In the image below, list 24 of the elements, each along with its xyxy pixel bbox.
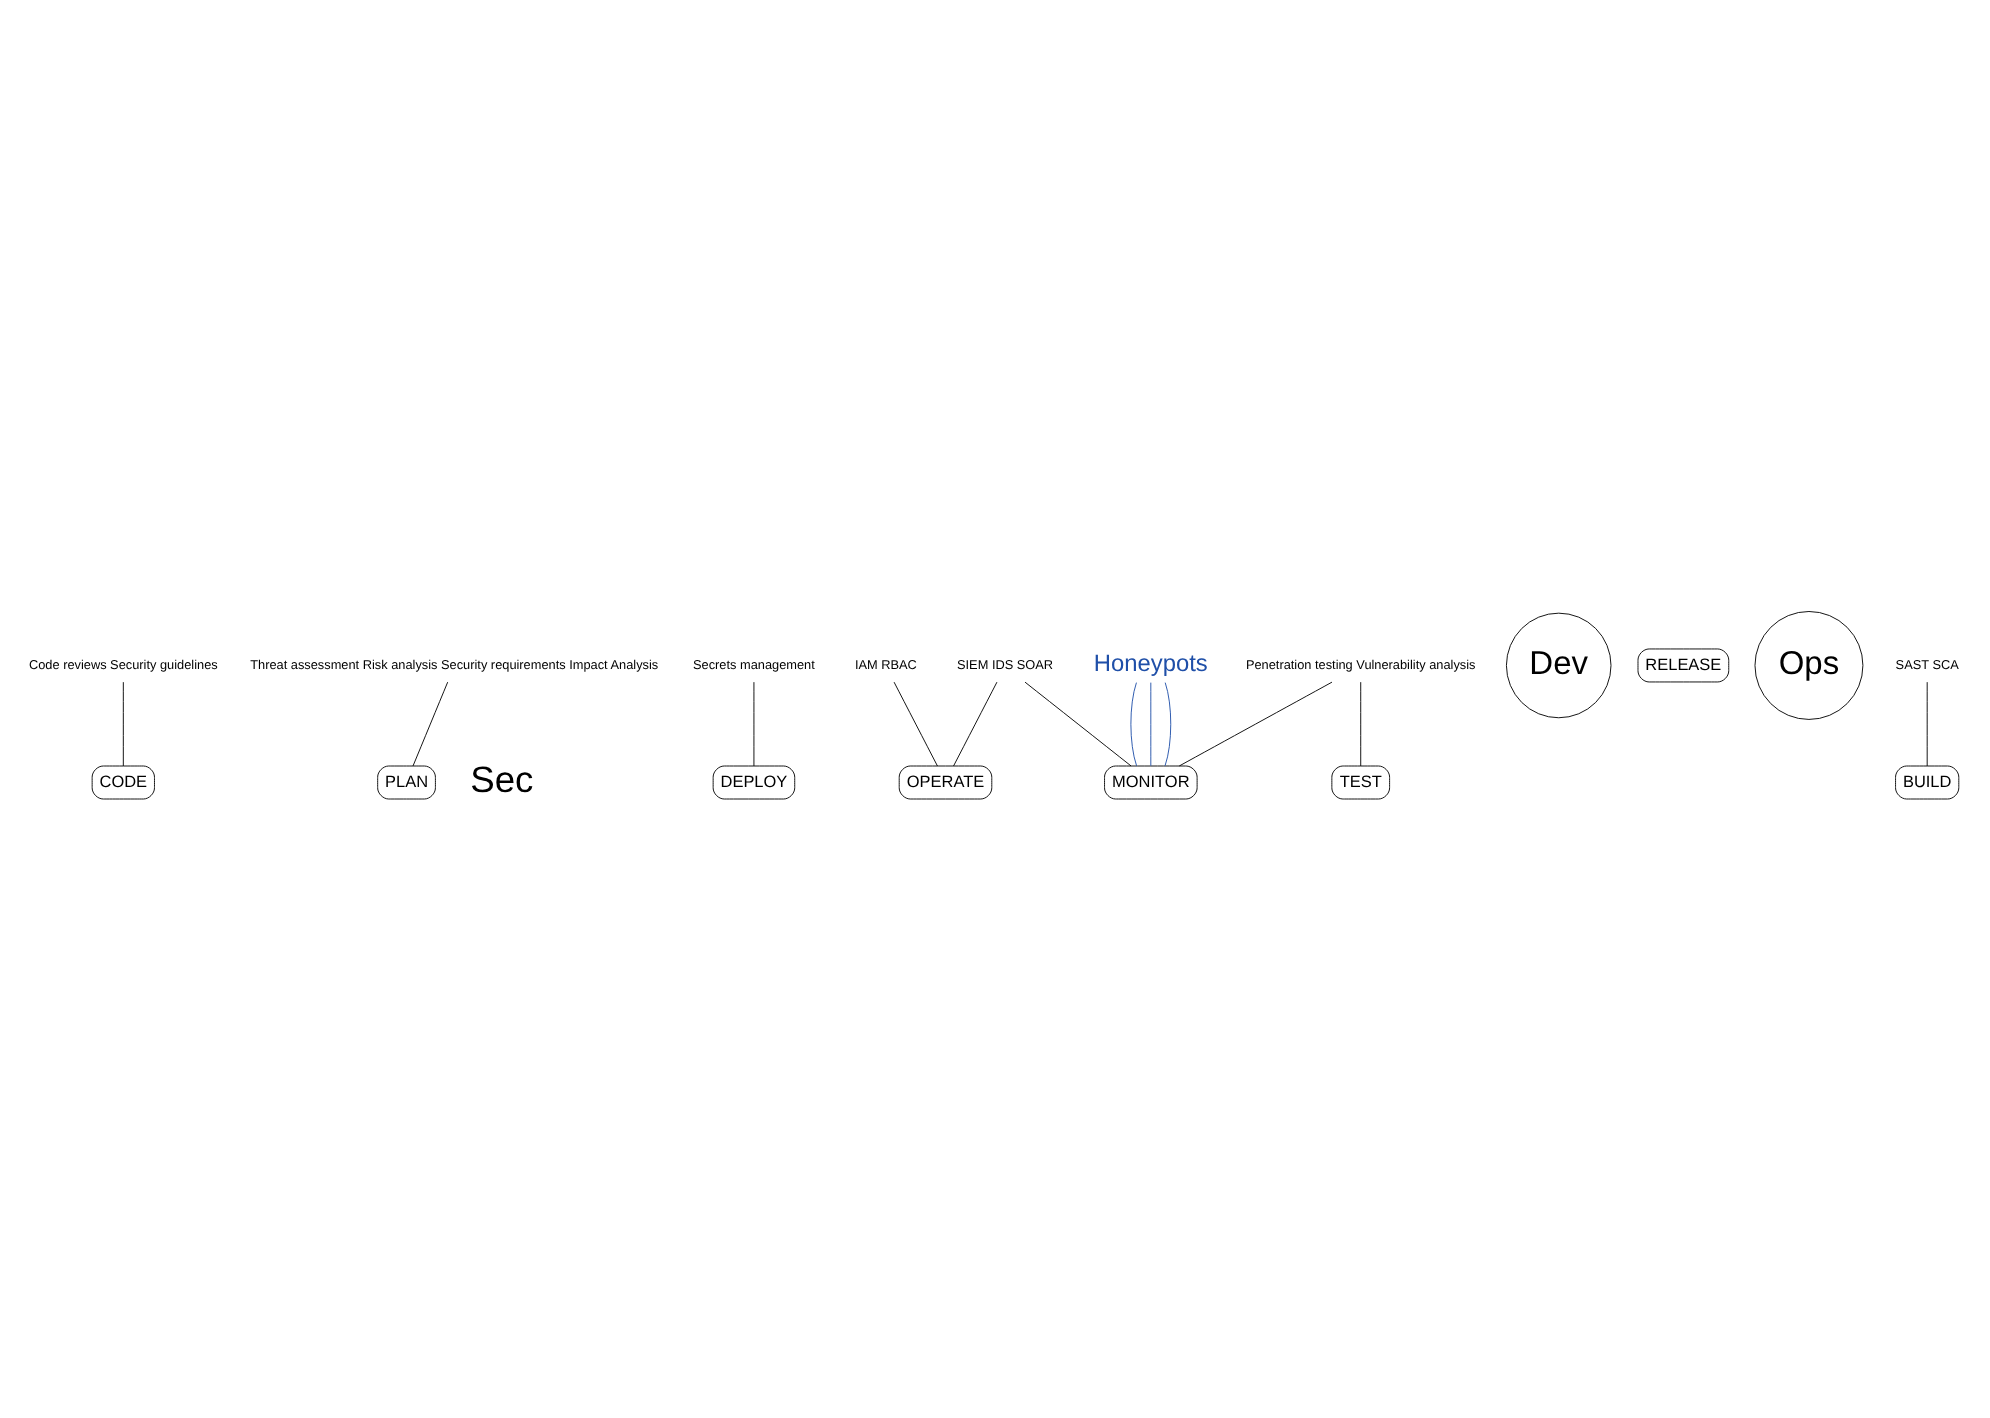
connector	[1178, 681, 1333, 767]
connector	[893, 681, 938, 767]
connector	[753, 681, 755, 767]
connector	[953, 681, 998, 767]
connector	[1130, 682, 1138, 767]
node-box: BUILD	[1895, 765, 1960, 800]
node-text: Honeypots	[1093, 649, 1208, 678]
connector	[1926, 681, 1928, 767]
node-circle: Ops	[1754, 611, 1864, 720]
connector	[1360, 681, 1362, 767]
node-circle: Dev	[1505, 612, 1612, 719]
node-box: CODE	[91, 765, 155, 800]
node-box: OPERATE	[898, 765, 993, 800]
node-box: MONITOR	[1104, 765, 1198, 800]
connector	[412, 681, 449, 767]
label: Sec	[470, 757, 534, 800]
connector	[1150, 682, 1152, 767]
connector	[1164, 682, 1172, 767]
node-box: RELEASE	[1637, 648, 1730, 683]
connector	[1024, 681, 1132, 767]
node-box: PLAN	[377, 765, 436, 800]
node-box: DEPLOY	[712, 765, 796, 800]
connector	[122, 681, 124, 767]
node-box: TEST	[1331, 765, 1391, 800]
